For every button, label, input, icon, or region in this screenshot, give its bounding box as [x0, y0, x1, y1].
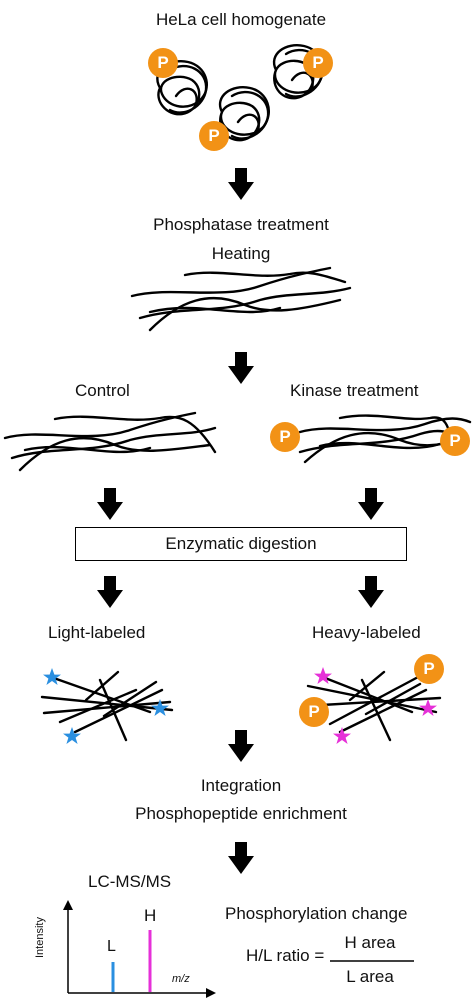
- phospho-p-icon: P: [414, 654, 444, 684]
- light-labeled-peptides: [40, 670, 174, 742]
- heating-label: Heating: [211, 244, 271, 263]
- spectrum-axes: [63, 900, 216, 998]
- phospho-p-icon: P: [303, 48, 333, 78]
- phospho-p-icon: P: [148, 48, 178, 78]
- phospho-p-icon: P: [199, 121, 229, 151]
- phosphorylation-change-label: Phosphorylation change: [225, 904, 408, 923]
- magenta-star-icon: [314, 667, 332, 684]
- light-peak-label: L: [107, 938, 116, 955]
- phospho-p-icon: P: [440, 426, 470, 456]
- blue-star-icon: [43, 668, 61, 685]
- kinase-treatment-label: Kinase treatment: [290, 381, 419, 400]
- blue-star-icon: [151, 699, 169, 716]
- magenta-star-icon: [419, 699, 437, 716]
- arrow-down-icon: [97, 488, 123, 520]
- enzymatic-digestion-label: Enzymatic digestion: [165, 534, 317, 553]
- phosphatase-treatment-label: Phosphatase treatment: [153, 215, 329, 234]
- arrow-down-icon: [228, 352, 254, 384]
- control-label: Control: [75, 381, 130, 400]
- blue-star-icon: [63, 727, 81, 744]
- phospho-p-icon: P: [299, 697, 329, 727]
- phospho-p-icon: P: [270, 422, 300, 452]
- ratio-denominator: L area: [346, 967, 394, 986]
- light-label-stars: [43, 668, 169, 744]
- arrow-down-icon: [358, 488, 384, 520]
- arrow-down-icon: [228, 730, 254, 762]
- heavy-labeled-label: Heavy-labeled: [312, 623, 421, 642]
- arrow-down-icon: [228, 842, 254, 874]
- enzymatic-digestion-box: Enzymatic digestion: [75, 527, 407, 561]
- control-proteins: [3, 411, 217, 472]
- denatured-proteins: [130, 266, 352, 332]
- magenta-star-icon: [333, 727, 351, 744]
- mz-axis-label: m/z: [172, 973, 190, 985]
- lc-ms-ms-label: LC-MS/MS: [88, 872, 172, 891]
- heavy-label-stars: [314, 667, 437, 744]
- phosphopeptide-enrichment-label: Phosphopeptide enrichment: [135, 804, 347, 823]
- light-labeled-label: Light-labeled: [48, 623, 146, 642]
- folded-protein-middle: [218, 86, 270, 142]
- arrow-down-icon: [228, 168, 254, 200]
- heavy-peak-label: H: [144, 906, 157, 925]
- arrow-down-icon: [358, 576, 384, 608]
- integration-label: Integration: [200, 776, 282, 795]
- folded-protein-left: [156, 60, 208, 116]
- ratio-numerator: H area: [344, 933, 396, 952]
- hela-homogenate-label: HeLa cell homogenate: [155, 10, 327, 29]
- hl-ratio-label: H/L ratio =: [246, 946, 325, 965]
- arrow-down-icon: [97, 576, 123, 608]
